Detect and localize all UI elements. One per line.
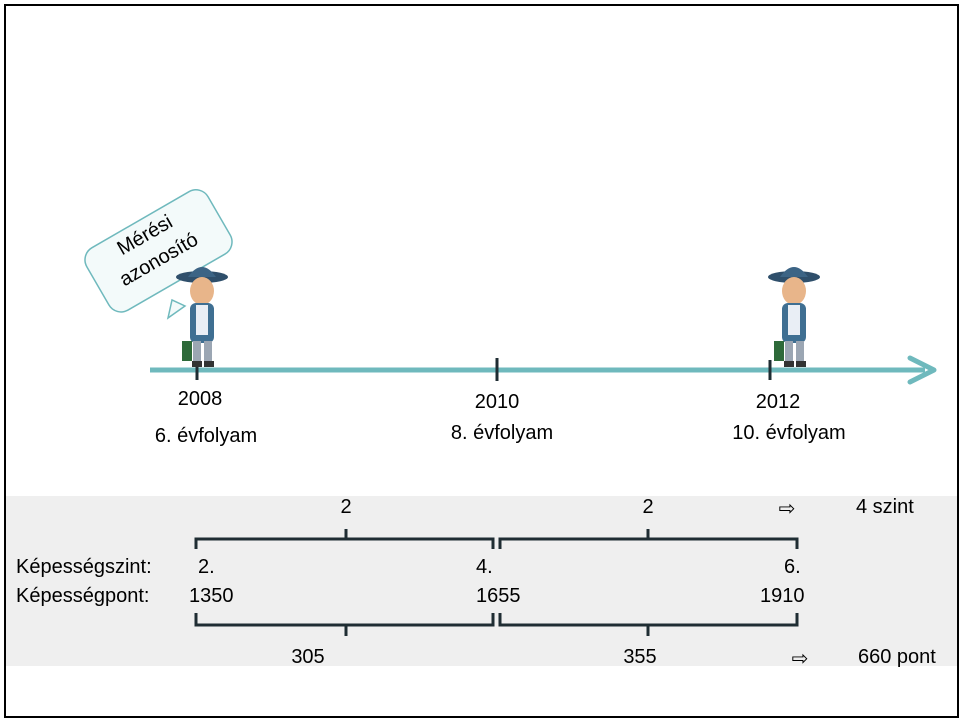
timeline-arrow: [150, 355, 937, 385]
level-total: 4 szint: [856, 496, 914, 518]
year-2010: 2010: [474, 391, 520, 413]
upper-brackets: [194, 529, 799, 549]
level-value-2012: 6.: [784, 556, 801, 578]
student-figure-2012: [768, 267, 820, 367]
points-value-2008: 1350: [189, 585, 234, 607]
summary-band: [6, 496, 957, 666]
grade-2012: 10. évfolyam: [732, 422, 846, 444]
points-gain-1: 305: [291, 646, 325, 668]
level-gain-1: 2: [340, 496, 352, 518]
slide-border: [4, 4, 959, 718]
callout-pointer: [166, 298, 187, 320]
points-row-label: Képességpont:: [16, 585, 150, 607]
level-gain-2: 2: [642, 496, 654, 518]
lower-brackets: [194, 613, 799, 636]
level-value-2010: 4.: [476, 556, 493, 578]
points-total: 660 pont: [858, 646, 936, 668]
points-gain-2: 355: [623, 646, 657, 668]
level-row-label: Képességszint:: [16, 556, 152, 578]
level-arrow-icon: ⇨: [778, 498, 796, 520]
year-2012: 2012: [755, 391, 801, 413]
year-2008: 2008: [177, 388, 223, 410]
points-value-2012: 1910: [760, 585, 805, 607]
level-value-2008: 2.: [198, 556, 215, 578]
callout-box: [84, 189, 233, 313]
points-value-2010: 1655: [476, 585, 521, 607]
grade-2008: 6. évfolyam: [154, 425, 258, 447]
grade-2010: 8. évfolyam: [450, 422, 554, 444]
student-figure-2008: [176, 267, 228, 367]
points-arrow-icon: ⇨: [791, 648, 809, 670]
